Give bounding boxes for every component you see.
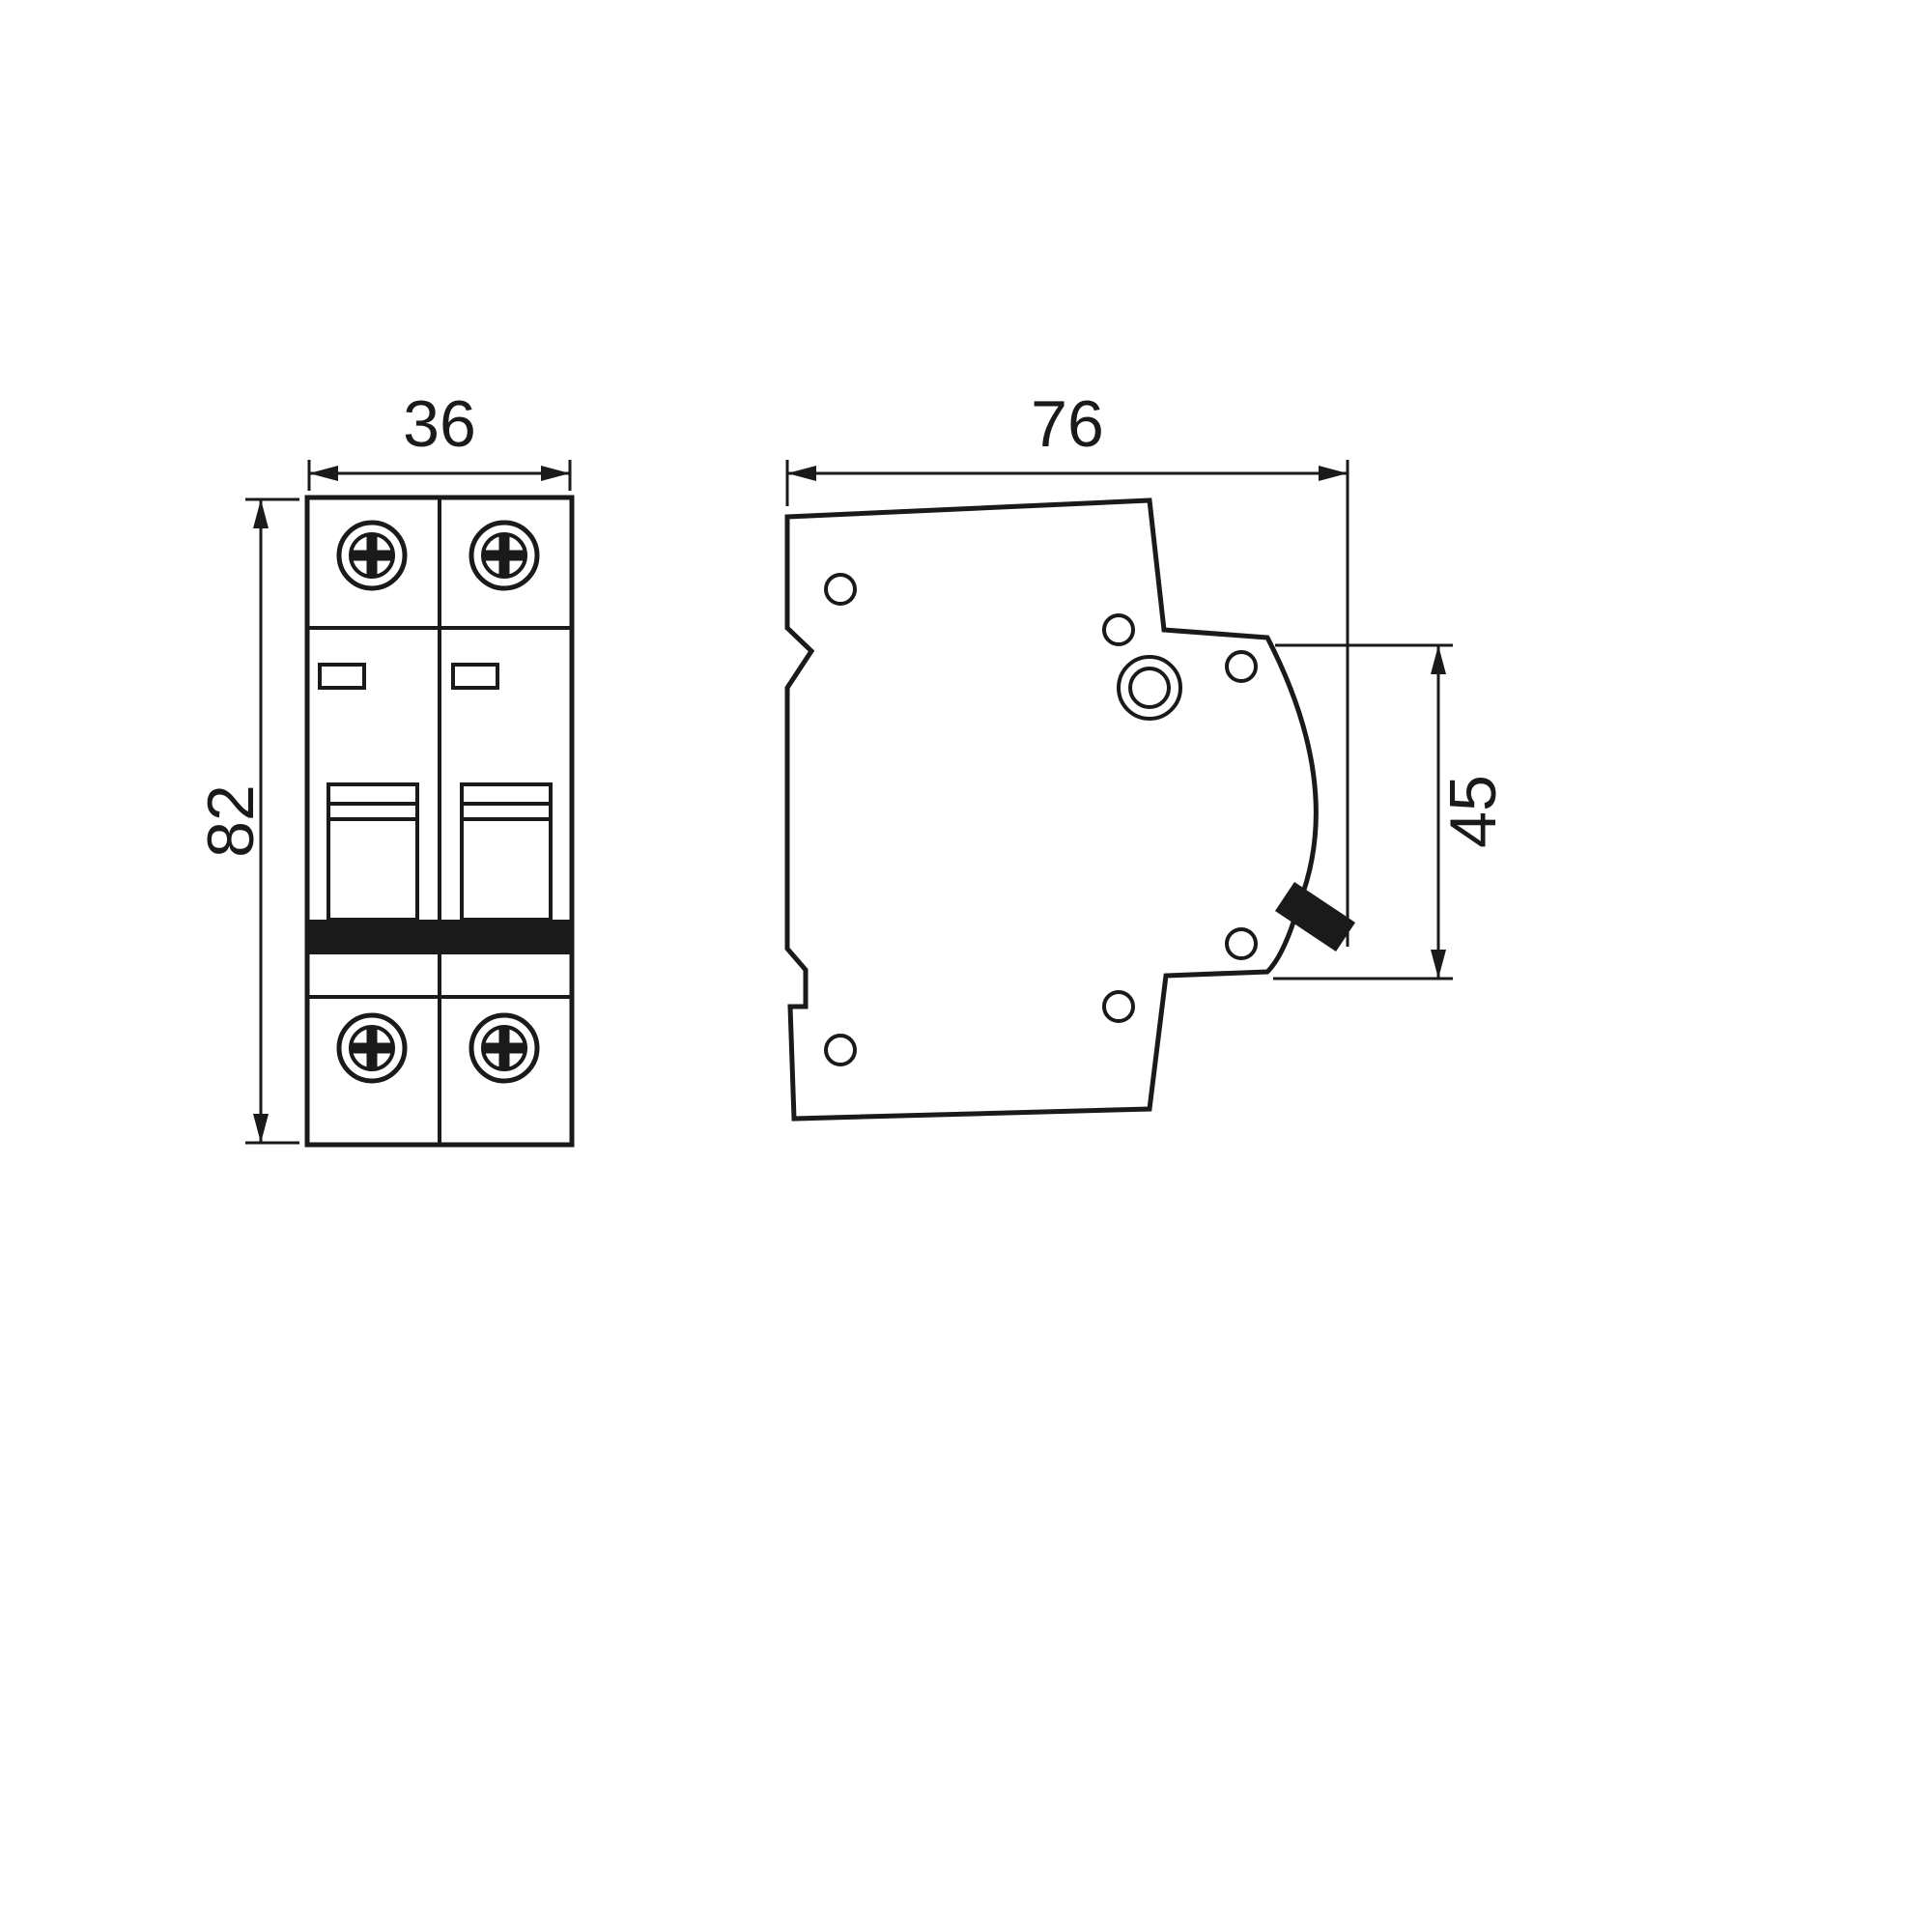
rivet-hole — [824, 573, 857, 606]
toggle-body — [327, 782, 419, 922]
axle-hole — [1117, 655, 1182, 721]
arrowhead-left-icon — [309, 466, 338, 481]
front-view — [304, 495, 575, 1148]
rivet-hole — [1102, 613, 1135, 646]
dimension-height-82: 82 — [194, 497, 299, 1145]
dim-label-45: 45 — [1436, 775, 1510, 848]
arrowhead-down-icon — [253, 1114, 269, 1143]
rivet-hole — [824, 1034, 857, 1066]
arrowhead-up-icon — [253, 499, 269, 528]
label-window-left — [318, 663, 366, 690]
terminal-screw-top-right — [469, 520, 540, 591]
terminal-screw-bottom-left — [336, 1012, 408, 1084]
dimension-depth-76: 76 — [785, 387, 1349, 947]
axle-inner — [1128, 667, 1171, 709]
breaker-side-profile — [784, 497, 1319, 1122]
rivet-hole — [1225, 927, 1258, 960]
rivet-hole — [1225, 650, 1258, 683]
label-window-right — [451, 663, 499, 690]
rivet-hole — [1102, 990, 1135, 1023]
terminal-screw-bottom-right — [469, 1012, 540, 1084]
arrowhead-right-icon — [1319, 466, 1348, 481]
toggle-lever-right — [460, 782, 553, 922]
arrowhead-down-icon — [1431, 950, 1446, 979]
dim-label-36: 36 — [403, 387, 476, 461]
side-toggle-lever — [1275, 882, 1355, 952]
arrowhead-left-icon — [787, 466, 816, 481]
terminal-screw-top-left — [336, 520, 408, 591]
arrowhead-up-icon — [1431, 645, 1446, 674]
side-view — [784, 497, 1355, 1122]
dim-label-76: 76 — [1031, 387, 1104, 461]
toggle-base-band — [307, 920, 572, 954]
toggle-lever-left — [327, 782, 419, 922]
toggle-body — [460, 782, 553, 922]
dim-label-82: 82 — [194, 784, 268, 858]
arrowhead-right-icon — [541, 466, 570, 481]
dimension-panel-45: 45 — [1273, 643, 1510, 980]
dimension-width-36: 36 — [307, 387, 572, 491]
